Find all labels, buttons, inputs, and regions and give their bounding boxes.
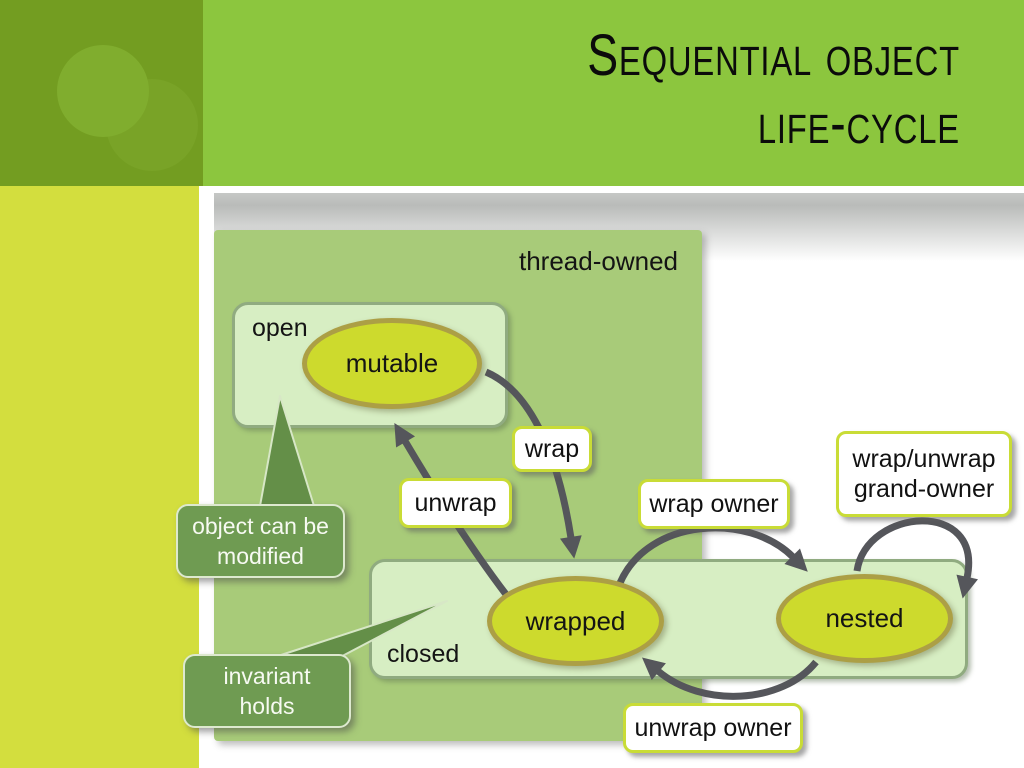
unwrap-owner-transition-label: unwrap owner — [623, 703, 803, 753]
closed-zone-label: closed — [387, 640, 460, 668]
circle-decoration-icon — [57, 45, 149, 137]
modified-callout-line1: object can be — [192, 512, 329, 539]
nested-state-label: nested — [825, 603, 904, 633]
invariant-callout-line2: holds — [239, 693, 295, 719]
page-title: Sequential object life-cycle — [587, 22, 960, 158]
unwrap-owner-text: unwrap owner — [634, 713, 792, 742]
unwrap-text: unwrap — [414, 488, 497, 517]
wrap-owner-transition-label: wrap owner — [638, 479, 790, 529]
mutable-state: mutable — [302, 318, 482, 409]
invariant-holds-callout: invariant holds — [183, 654, 351, 728]
corner-decoration-block — [0, 0, 203, 186]
open-zone-label: open — [252, 314, 308, 342]
page-title-line2: life-cycle — [757, 91, 960, 156]
wrap-transition-label: wrap — [512, 426, 592, 472]
wrap-text: wrap — [524, 434, 580, 463]
grand-owner-text-line2: grand-owner — [853, 475, 995, 503]
invariant-callout-line1: invariant — [223, 662, 311, 689]
mutable-state-label: mutable — [345, 348, 439, 378]
nested-state: nested — [776, 574, 953, 663]
thread-owned-label: thread-owned — [519, 246, 678, 276]
page-title-line1: Sequential object — [587, 23, 960, 88]
unwrap-transition-label: unwrap — [399, 478, 512, 528]
wrap-owner-text: wrap owner — [649, 489, 779, 518]
modified-callout-line2: modified — [217, 543, 304, 569]
grand-owner-transition-label: wrap/unwrap grand-owner — [836, 431, 1012, 517]
wrapped-state-label: wrapped — [525, 605, 626, 636]
object-can-be-modified-callout: object can be modified — [176, 504, 345, 578]
wrapped-state: wrapped — [487, 576, 664, 666]
sidebar-accent-bar — [0, 186, 199, 768]
grand-owner-text-line1: wrap/unwrap — [852, 444, 996, 473]
